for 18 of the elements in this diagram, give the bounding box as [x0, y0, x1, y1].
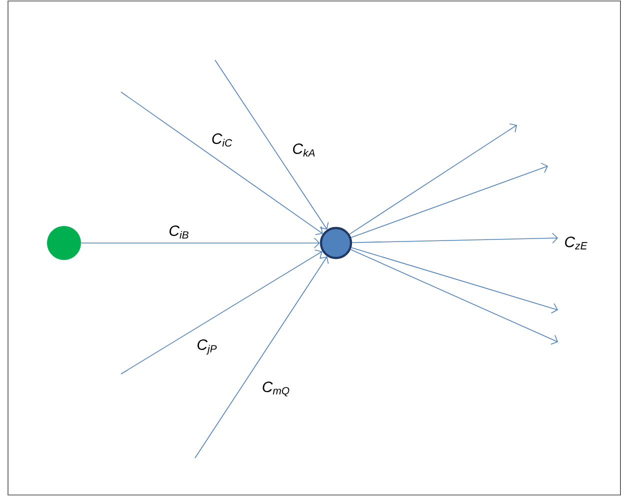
arrow: [80, 238, 320, 248]
edge-label: C$_{jP}$: [198, 339, 217, 355]
arrow: [352, 232, 558, 244]
arrow: [350, 249, 558, 345]
arrow: [194, 256, 329, 458]
edge-label: C$_{iB}$: [170, 225, 188, 239]
arrow: [351, 247, 558, 314]
edge-label: C$_{mQ}$: [262, 382, 290, 396]
arrow: [120, 250, 322, 374]
edge-label: C$_{zE}$: [565, 236, 588, 250]
edge-label: C$_{kA}$: [293, 143, 315, 157]
arrow: [349, 123, 517, 235]
arrow: [214, 60, 329, 230]
arrow: [120, 92, 323, 236]
hub-circle: [320, 226, 352, 260]
start-circle: [47, 226, 81, 260]
edge-label: C$_{iC}$: [212, 133, 232, 147]
arrow: [350, 162, 548, 238]
